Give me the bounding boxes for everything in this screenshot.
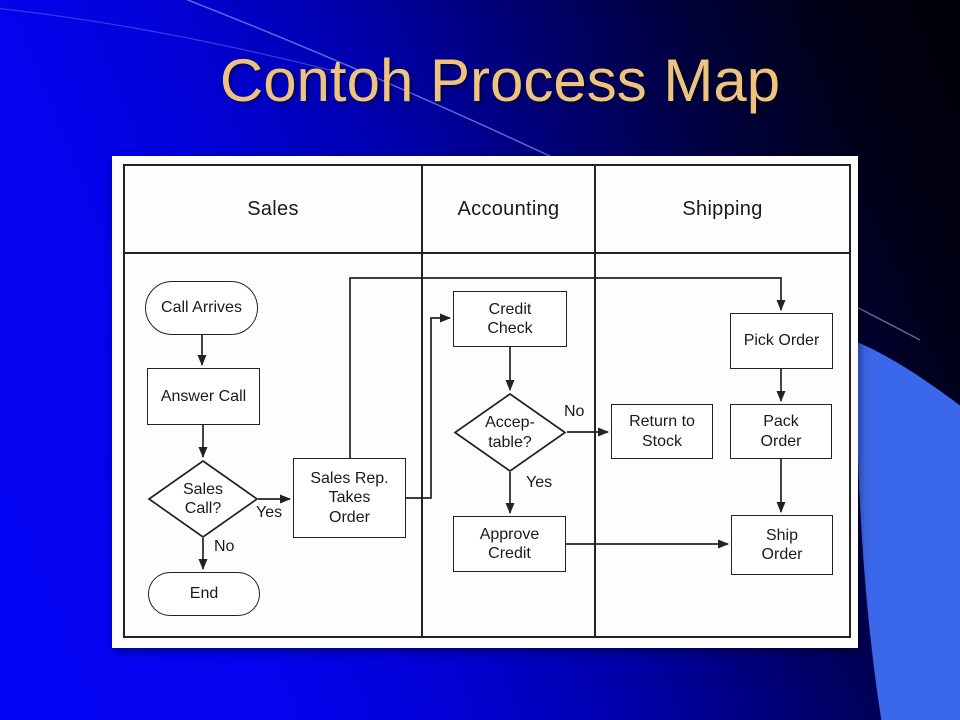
node-label-return-to-stock: Return to Stock	[629, 413, 695, 450]
edge-label-sales-call-no: No	[214, 538, 235, 555]
decor-arc-secondary	[0, 7, 331, 71]
lane-header-shipping: Shipping	[596, 166, 849, 252]
flowchart-node-end: End	[148, 572, 260, 616]
flowchart-node-return-to-stock: Return to Stock	[611, 404, 713, 459]
diamond-shape	[453, 393, 567, 472]
node-label-call-arrives: Call Arrives	[161, 299, 242, 317]
node-label-acceptable: Accep- table?	[485, 414, 535, 451]
node-label-pack-order: Pack Order	[760, 413, 802, 450]
node-label-credit-check: Credit Check	[487, 300, 533, 337]
node-label-sales-rep-takes-order: Sales Rep. Takes Order	[310, 470, 389, 526]
diamond-shape	[147, 460, 259, 538]
flowchart-node-answer-call: Answer Call	[147, 368, 260, 425]
lane-header-shipping-label: Shipping	[682, 197, 763, 220]
node-label-answer-call: Answer Call	[160, 387, 247, 405]
edge-label-acceptable-yes: Yes	[526, 474, 553, 491]
edge-label-sales-call-yes: Yes	[256, 504, 283, 521]
lane-header-sales: Sales	[125, 166, 421, 252]
flowchart-node-acceptable: Accep- table?	[453, 393, 567, 472]
lane-header-sales-label: Sales	[247, 197, 299, 220]
node-label-pick-order: Pick Order	[743, 332, 820, 350]
header-separator-line	[125, 252, 849, 254]
swoosh-shape	[856, 342, 960, 720]
flowchart-node-sales-call: Sales Call?	[147, 460, 259, 538]
edge-label-acceptable-no: No	[564, 403, 585, 420]
lane-header-accounting: Accounting	[423, 166, 594, 252]
node-label-end: End	[189, 585, 219, 603]
slide-title: Contoh Process Map	[219, 47, 781, 114]
flowchart-node-credit-check: Credit Check	[453, 291, 567, 347]
flowchart-node-pick-order: Pick Order	[730, 313, 833, 369]
node-label-ship-order: Ship Order	[761, 526, 803, 563]
flowchart-node-approve-credit: Approve Credit	[453, 516, 566, 572]
node-label-sales-call: Sales Call?	[182, 480, 224, 517]
flowchart-node-ship-order: Ship Order	[731, 515, 833, 575]
lane-header-accounting-label: Accounting	[457, 197, 560, 220]
flowchart-node-pack-order: Pack Order	[730, 404, 832, 459]
flowchart-node-sales-rep-takes-order: Sales Rep. Takes Order	[293, 458, 406, 538]
node-label-approve-credit: Approve Credit	[479, 525, 540, 562]
flowchart-node-call-arrives: Call Arrives	[145, 281, 258, 335]
